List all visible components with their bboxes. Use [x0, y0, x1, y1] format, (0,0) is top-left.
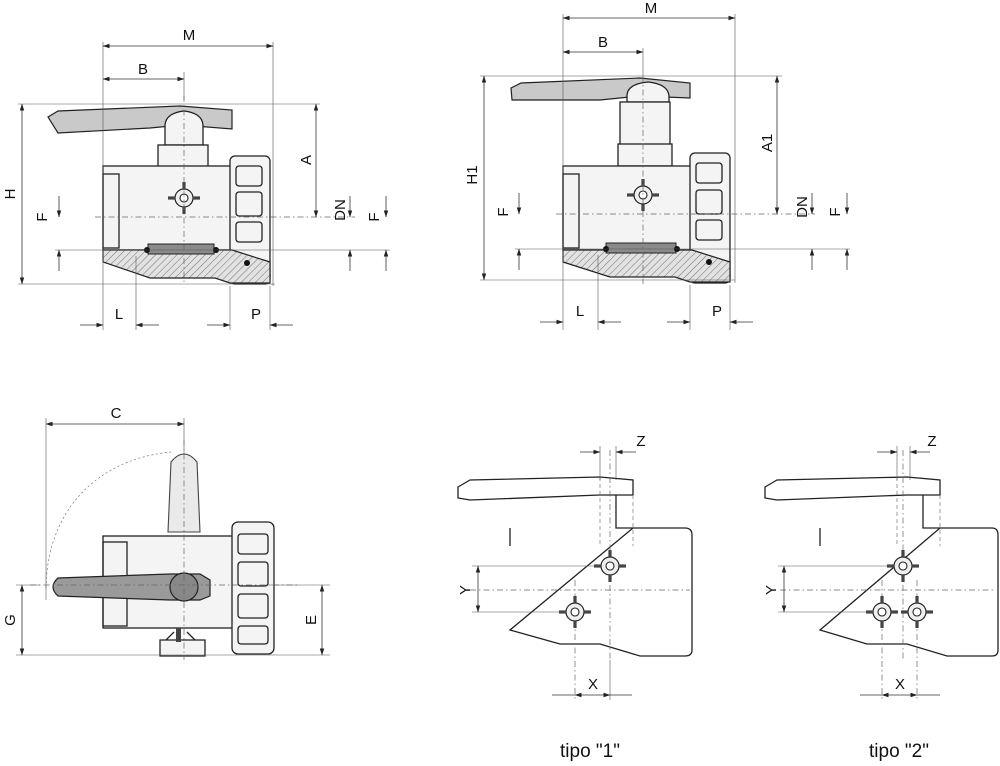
body-section-2 [562, 249, 731, 283]
handle-open-position [167, 453, 201, 533]
dim-label-m-2: M [645, 0, 658, 17]
dim-label-y: Y [457, 585, 474, 595]
dim-label-h: H [2, 189, 19, 200]
handle-closed-position [52, 573, 211, 601]
fastener-lower-right-icon [900, 595, 934, 629]
dim-label-f-left-2: F [495, 207, 512, 216]
dim-label-b-2: B [598, 34, 608, 51]
dim-label-h1: H1 [464, 165, 481, 184]
dim-label-y-2: Y [763, 585, 780, 595]
dim-label-f-left: F [34, 212, 51, 221]
dim-label-f-right: F [366, 212, 383, 221]
front-view: M B H A DN F F L P [2, 27, 390, 330]
mounting-type-2: Z Y X tipo "2" [763, 433, 999, 762]
dim-label-e: E [303, 615, 320, 625]
dim-label-p-2: P [712, 303, 722, 320]
front-view-tall: M B H1 A1 DN F F L P [464, 0, 850, 330]
handle-hub-2 [626, 81, 670, 103]
dim-label-g: G [2, 614, 19, 626]
dim-label-p: P [251, 306, 261, 323]
dim-label-a1: A1 [759, 134, 776, 152]
mounting-type-1: Z Y X tipo "1" [457, 433, 693, 762]
dim-label-l: L [115, 306, 123, 323]
handle-lever [47, 105, 233, 134]
dim-label-x-2: X [895, 676, 905, 693]
stem-neck [157, 144, 209, 168]
union-nut-2 [689, 152, 731, 284]
dim-label-a: A [298, 155, 315, 165]
dim-label-dn: DN [332, 199, 349, 221]
caption-tipo-2: tipo "2" [869, 741, 929, 762]
dim-label-f-right-2: F [827, 207, 844, 216]
dim-label-z-2: Z [927, 433, 936, 450]
dim-label-l-2: L [576, 303, 584, 320]
dim-label-c: C [111, 405, 122, 422]
dim-label-z: Z [636, 433, 645, 450]
dim-label-x: X [588, 676, 598, 693]
dim-label-dn-2: DN [794, 196, 811, 218]
ball-seat [147, 243, 215, 255]
dim-label-m: M [183, 27, 196, 44]
union-nut-top [231, 521, 275, 655]
caption-tipo-1: tipo "1" [560, 741, 620, 762]
top-view: C G E [2, 405, 330, 660]
dim-label-b: B [138, 61, 148, 78]
body-section [102, 249, 271, 284]
